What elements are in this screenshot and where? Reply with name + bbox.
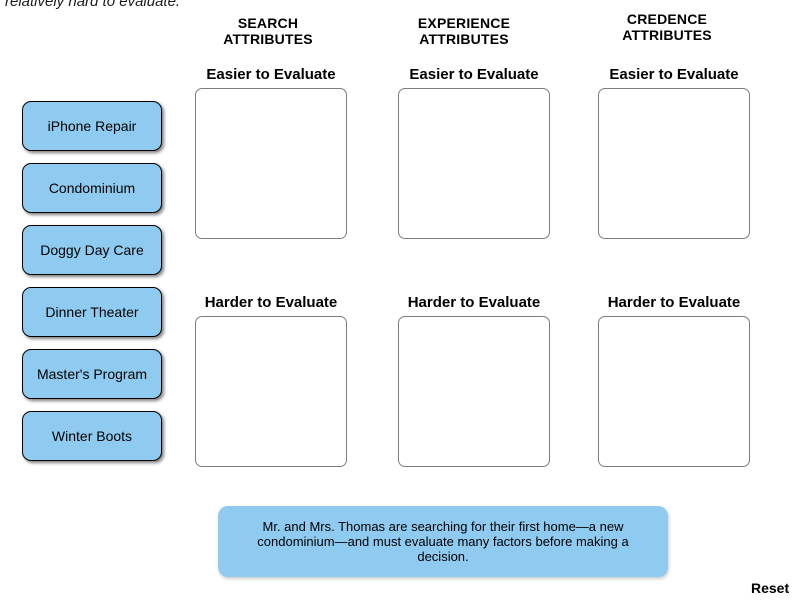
draggable-item-masters-program[interactable]: Master's Program — [22, 349, 162, 399]
column-header-search: SEARCH ATTRIBUTES — [223, 15, 313, 47]
zone-label-experience-easier: Easier to Evaluate — [409, 66, 539, 83]
dropzone-search-harder[interactable] — [195, 316, 347, 467]
draggable-item-dinner-theater[interactable]: Dinner Theater — [22, 287, 162, 337]
draggable-item-condominium[interactable]: Condominium — [22, 163, 162, 213]
scenario-text: Mr. and Mrs. Thomas are searching for th… — [257, 519, 629, 564]
zone-label-search-easier: Easier to Evaluate — [206, 66, 336, 83]
zone-label-credence-harder: Harder to Evaluate — [607, 294, 741, 311]
draggable-item-iphone-repair[interactable]: iPhone Repair — [22, 101, 162, 151]
dropzone-credence-easier[interactable] — [598, 88, 750, 239]
zone-label-experience-harder: Harder to Evaluate — [407, 294, 541, 311]
dropzone-experience-harder[interactable] — [398, 316, 550, 467]
draggable-item-winter-boots[interactable]: Winter Boots — [22, 411, 162, 461]
reset-button[interactable]: Reset — [751, 580, 790, 596]
draggable-item-doggy-day-care[interactable]: Doggy Day Care — [22, 225, 162, 275]
item-tray: iPhone Repair Condominium Doggy Day Care… — [22, 101, 162, 473]
zone-label-credence-easier: Easier to Evaluate — [609, 66, 739, 83]
dropzone-credence-harder[interactable] — [598, 316, 750, 467]
column-header-credence: CREDENCE ATTRIBUTES — [622, 11, 712, 43]
zone-label-search-harder: Harder to Evaluate — [204, 294, 338, 311]
dropzone-search-easier[interactable] — [195, 88, 347, 239]
scenario-card: Mr. and Mrs. Thomas are searching for th… — [218, 506, 668, 577]
instructions-fragment: relatively hard to evaluate. — [5, 0, 181, 10]
column-header-experience: EXPERIENCE ATTRIBUTES — [417, 15, 511, 47]
dropzone-experience-easier[interactable] — [398, 88, 550, 239]
